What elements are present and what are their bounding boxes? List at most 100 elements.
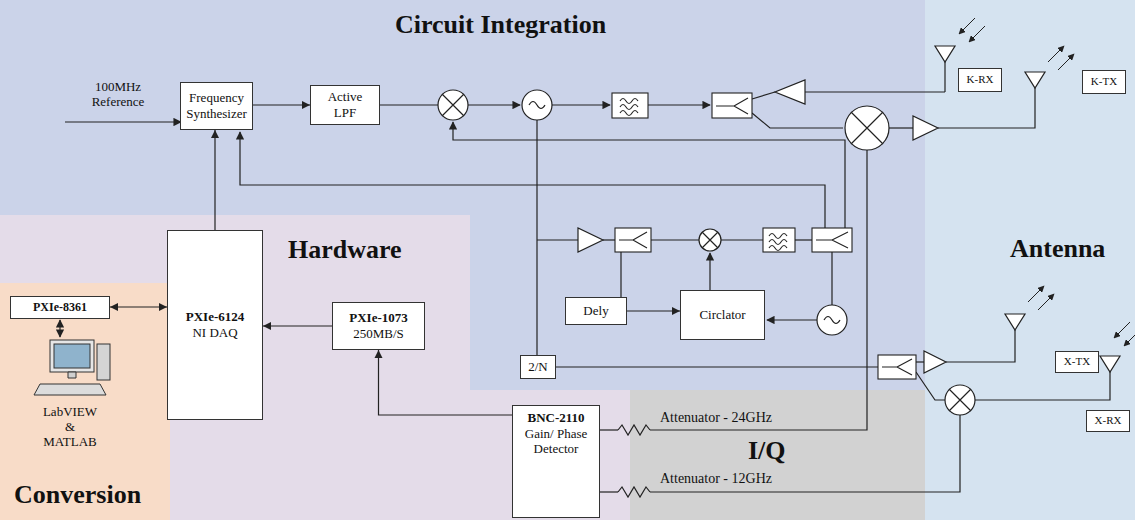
signal-wire bbox=[975, 372, 1110, 400]
signal-connector bbox=[263, 325, 332, 326]
process-box-text: 2/N bbox=[528, 359, 548, 375]
signal-wire bbox=[938, 88, 1035, 128]
computer-icon bbox=[34, 340, 110, 395]
antenna-label-box-text: X-RX bbox=[1095, 414, 1122, 427]
hardware-box: BNC-2110Gain/ Phase Detector bbox=[512, 405, 600, 518]
signal-wire bbox=[600, 491, 618, 492]
amplifier-symbol bbox=[924, 351, 946, 373]
hardware-box: PXIe-1073250MB/S bbox=[332, 302, 425, 350]
antenna-symbol bbox=[1100, 356, 1120, 372]
mixer-symbol bbox=[702, 232, 718, 248]
signal-label: 100MHz Reference bbox=[68, 80, 168, 110]
hardware-box-text: PXIe-8361 bbox=[33, 300, 87, 314]
antenna-label-box: X-RX bbox=[1086, 410, 1130, 432]
region-ground bbox=[0, 215, 630, 520]
region-title: Antenna bbox=[1010, 236, 1105, 262]
amplifier-symbol bbox=[578, 228, 603, 252]
region-ground bbox=[0, 283, 170, 520]
antenna-label-box-text: K-TX bbox=[1091, 75, 1117, 88]
filter-symbol bbox=[620, 99, 638, 116]
splitter-symbol bbox=[615, 93, 916, 379]
process-box-text: Frequency Synthesizer bbox=[185, 90, 248, 121]
signal-wire bbox=[603, 239, 615, 240]
region-title: Circuit Integration bbox=[395, 12, 606, 38]
signal-connector bbox=[214, 130, 215, 230]
splitter-symbol bbox=[615, 228, 651, 252]
signal-wire bbox=[468, 104, 520, 105]
signal-wire bbox=[380, 104, 438, 105]
antenna-label-box-text: K-RX bbox=[967, 73, 994, 86]
signal-wire bbox=[536, 120, 537, 357]
mixer-symbol bbox=[851, 112, 883, 144]
splitter-symbol bbox=[619, 232, 647, 248]
signal-wire bbox=[650, 150, 867, 430]
signal-wire bbox=[453, 122, 845, 228]
wave-arrow bbox=[1028, 286, 1044, 302]
mixer-symbol bbox=[945, 385, 975, 415]
oscillator-symbol bbox=[824, 317, 840, 324]
amplifier-symbol bbox=[578, 80, 946, 373]
signal-connector bbox=[627, 310, 680, 311]
mixer-symbol bbox=[438, 90, 468, 120]
splitter-symbol bbox=[816, 232, 848, 248]
attenuator-symbol bbox=[618, 425, 650, 435]
process-box-text: Circlator bbox=[699, 307, 745, 323]
wave-arrow bbox=[1048, 46, 1064, 62]
signal-wire bbox=[59, 320, 60, 337]
mixer-symbol bbox=[845, 106, 889, 150]
wave-arrow bbox=[1114, 322, 1130, 338]
antenna-symbol bbox=[935, 46, 1120, 372]
mixer-symbol bbox=[438, 90, 975, 415]
splitter-symbol bbox=[712, 93, 752, 118]
signal-wire bbox=[767, 319, 817, 320]
wave-arrow bbox=[1058, 54, 1074, 70]
antenna-symbol bbox=[1005, 314, 1025, 330]
signal-wire bbox=[651, 239, 699, 240]
hardware-box-text: Gain/ Phase Detector bbox=[517, 426, 595, 457]
region-ground bbox=[925, 0, 1135, 520]
oscillator-symbol bbox=[817, 305, 847, 335]
signal-wire bbox=[65, 121, 181, 122]
signal-wire bbox=[552, 104, 610, 105]
splitter-symbol bbox=[882, 359, 912, 375]
hardware-box-text: NI DAQ bbox=[192, 325, 237, 341]
attenuator-label: Attenuator - 12GHz bbox=[660, 471, 772, 487]
process-box: Frequency Synthesizer bbox=[180, 82, 253, 130]
amplifier-symbol bbox=[775, 80, 805, 104]
process-box: Active LPF bbox=[310, 85, 380, 125]
signal-wire bbox=[916, 361, 924, 362]
conversion-region: PXIe-8361Conversion bbox=[0, 283, 170, 520]
process-box-text: Active LPF bbox=[315, 89, 375, 120]
region-title: Hardware bbox=[288, 237, 402, 263]
signal-wire bbox=[600, 429, 618, 430]
signal-wire bbox=[537, 239, 578, 240]
signal-wire bbox=[944, 62, 945, 92]
oscillator-symbol bbox=[529, 102, 545, 109]
splitter-symbol bbox=[812, 228, 852, 252]
signal-wire bbox=[752, 113, 843, 128]
antenna-label-box: K-RX bbox=[958, 68, 1002, 92]
antenna-label-box-text: X-TX bbox=[1064, 355, 1090, 368]
antenna-label-box: K-TX bbox=[1082, 70, 1126, 94]
signal-wire bbox=[946, 330, 1015, 362]
signal-wire bbox=[709, 253, 710, 290]
signal-wire bbox=[650, 415, 960, 492]
signal-wire bbox=[240, 132, 825, 228]
splitter-symbol bbox=[716, 98, 748, 114]
signal-wire bbox=[752, 92, 775, 99]
wave-arrow bbox=[1038, 294, 1054, 310]
oscillator-symbol bbox=[522, 90, 552, 120]
antenna-label-box: X-TX bbox=[1055, 351, 1099, 373]
computer-icon bbox=[50, 340, 94, 372]
mixer-symbol bbox=[442, 94, 464, 116]
process-box: Circlator bbox=[680, 290, 765, 340]
computer-icon bbox=[68, 372, 76, 378]
signal-wire bbox=[805, 91, 945, 92]
signal-wire bbox=[831, 252, 832, 305]
computer-icon bbox=[54, 344, 90, 368]
computer-icon bbox=[97, 344, 110, 380]
signal-wire bbox=[60, 62, 1110, 492]
wave-arrow bbox=[959, 18, 1135, 346]
splitter-symbol bbox=[878, 355, 916, 379]
